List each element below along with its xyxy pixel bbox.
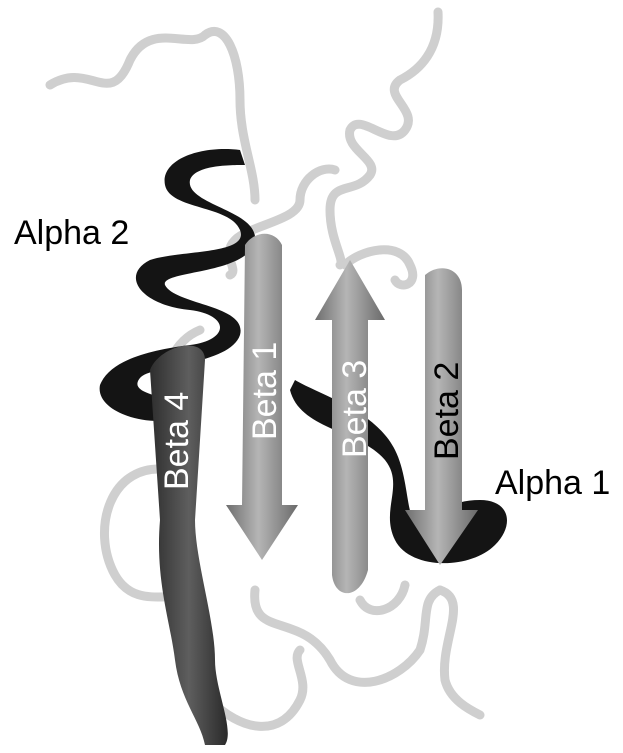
label-beta-2: Beta 2 [428, 362, 466, 460]
alpha-1-helix [290, 380, 507, 563]
label-beta-3: Beta 3 [336, 360, 374, 458]
label-beta-4: Beta 4 [158, 392, 196, 490]
label-beta-1: Beta 1 [246, 342, 284, 440]
label-alpha-2: Alpha 2 [14, 214, 129, 252]
label-alpha-1: Alpha 1 [495, 464, 610, 502]
